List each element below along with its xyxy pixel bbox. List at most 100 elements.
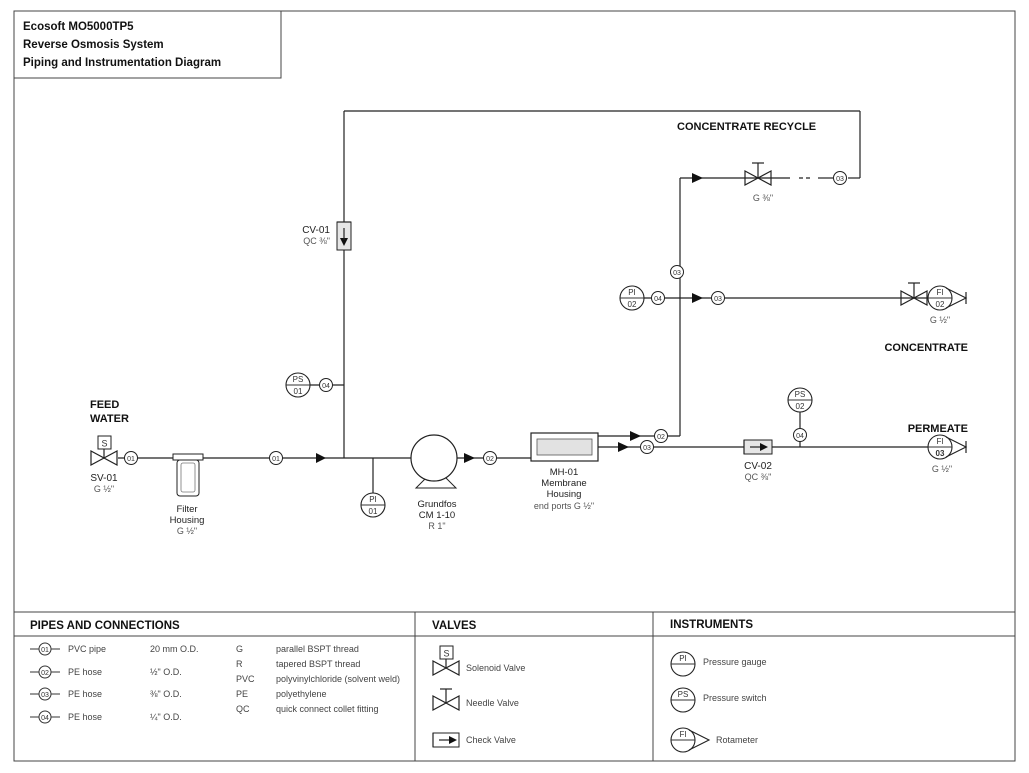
pipe-tag-04: 04 xyxy=(651,291,665,305)
pressure-gauge-pi01: PI 01 xyxy=(360,492,386,518)
fi02-num: 02 xyxy=(936,300,945,309)
cv01-tag: CV-01 xyxy=(302,225,330,236)
legend-pipe-size: ½" O.D. xyxy=(150,667,182,677)
pressure-gauge-pi02: PI 02 xyxy=(619,285,645,311)
pipe-tag-01: 01 xyxy=(124,451,138,465)
fi03-type: FI xyxy=(936,437,943,446)
legend-instrument-name: Pressure gauge xyxy=(703,657,767,667)
title-line-1: Ecosoft MO5000TP5 xyxy=(23,21,134,33)
legend-instruments-title: INSTRUMENTS xyxy=(670,619,753,631)
abbr-code: G xyxy=(236,644,243,654)
pipe-tag-03: 03 xyxy=(711,291,725,305)
filter-housing: Filter Housing G ½" xyxy=(170,453,204,536)
membrane-housing-mh01: MH-01 Membrane Housing end ports G ½" xyxy=(530,432,599,511)
flow-arrow xyxy=(316,453,326,463)
cv02-size: QC ⅜" xyxy=(745,472,772,482)
abbr-code: PVC xyxy=(236,674,255,684)
permeate-label: PERMEATE xyxy=(908,423,968,435)
legend-pipe-name: PVC pipe xyxy=(68,644,106,654)
legend-pipe-size: ⅜" O.D. xyxy=(150,689,182,699)
solenoid-symbol: S xyxy=(443,649,449,659)
legend-pressure-gauge: PI Pressure gauge xyxy=(670,651,767,677)
legend-rotameter: FI Rotameter xyxy=(670,727,758,753)
legend-valve-name: Needle Valve xyxy=(466,698,519,708)
legend-instrument-code: FI xyxy=(679,730,686,739)
pipe-tag-text: 02 xyxy=(486,456,494,463)
legend-pipe-row: 01 PVC pipe 20 mm O.D. xyxy=(30,642,199,656)
drawing-frame xyxy=(13,10,1016,762)
rotameter-fi02: FI 02 xyxy=(927,285,968,311)
legend-pipes-title: PIPES AND CONNECTIONS xyxy=(30,620,180,632)
fi03-num: 03 xyxy=(936,449,945,458)
solenoid-symbol: S xyxy=(101,439,107,449)
conc-valve-size: G ½" xyxy=(930,315,950,325)
legend-instrument-name: Pressure switch xyxy=(703,693,767,703)
legend-pipe-row: 03 PE hose ⅜" O.D. xyxy=(30,687,182,701)
pipe-tag-04: 04 xyxy=(793,428,807,442)
legend-valve-name: Solenoid Valve xyxy=(466,663,525,673)
legend-pipe-row: 02 PE hose ½" O.D. xyxy=(30,665,182,679)
pipe-tag-text: 03 xyxy=(643,445,651,452)
flow-arrow xyxy=(630,431,641,441)
title-line-3: Piping and Instrumentation Diagram xyxy=(23,57,221,69)
legend-pipe-num: 04 xyxy=(41,715,49,722)
feed-water-label-1: FEED xyxy=(90,399,119,411)
sv01-size: G ½" xyxy=(94,484,114,494)
pipe-tag-01: 01 xyxy=(269,451,283,465)
rotameter-fi03: FI 03 G ½" xyxy=(927,434,968,474)
ps02-type: PS xyxy=(795,390,806,399)
flow-arrow xyxy=(692,173,703,183)
abbr-meaning: tapered BSPT thread xyxy=(276,659,360,669)
mh01-tag: MH-01 xyxy=(550,467,579,478)
mh01-label-1: Membrane xyxy=(541,478,586,489)
legend-instrument-name: Rotameter xyxy=(716,735,758,745)
legend-pipe-row: 04 PE hose ¼" O.D. xyxy=(30,710,182,724)
ps01-type: PS xyxy=(293,375,304,384)
legend-pipe-name: PE hose xyxy=(68,712,102,722)
legend: PIPES AND CONNECTIONS VALVES INSTRUMENTS… xyxy=(14,611,1015,761)
concentrate-recycle-label: CONCENTRATE RECYCLE xyxy=(677,121,816,133)
pipe-tag-text: 01 xyxy=(272,456,280,463)
flow-arrows xyxy=(316,173,703,463)
pipe-tag-04: 04 xyxy=(319,378,333,392)
mh01-size: end ports G ½" xyxy=(534,501,594,511)
cv01-size: QC ⅜" xyxy=(303,236,330,246)
abbr-meaning: polyethylene xyxy=(276,689,327,699)
fi02-type: FI xyxy=(936,288,943,297)
legend-pipe-num: 01 xyxy=(41,647,49,654)
pump-size: R 1" xyxy=(428,521,445,531)
abbr-code: QC xyxy=(236,704,250,714)
pipe-tag-02: 02 xyxy=(483,451,497,465)
pipe-tag-03: 03 xyxy=(670,265,684,279)
title-block: Ecosoft MO5000TP5 Reverse Osmosis System… xyxy=(13,10,282,79)
abbr-meaning: parallel BSPT thread xyxy=(276,644,359,654)
ps01-num: 01 xyxy=(294,387,303,396)
abbr-meaning: polyvinylchloride (solvent weld) xyxy=(276,674,400,684)
legend-pipe-name: PE hose xyxy=(68,667,102,677)
needle-valve-concentrate: G ½" xyxy=(900,282,950,325)
pi02-type: PI xyxy=(628,288,636,297)
flow-arrow xyxy=(692,293,703,303)
check-valve-cv02: CV-02 QC ⅜" xyxy=(743,439,773,482)
legend-needle-valve: Needle Valve xyxy=(432,688,519,712)
needle-valve-recycle: G ⅜" xyxy=(744,162,773,203)
abbr-code: PE xyxy=(236,689,248,699)
flow-arrow xyxy=(464,453,475,463)
flow-arrow xyxy=(618,442,629,452)
legend-pipe-size: 20 mm O.D. xyxy=(150,644,199,654)
pressure-switch-ps01: PS 01 xyxy=(285,372,311,398)
pipe-tag-text: 01 xyxy=(127,456,135,463)
legend-check-valve: Check Valve xyxy=(432,732,516,748)
pump-label-2: CM 1-10 xyxy=(419,510,455,521)
title-line-2: Reverse Osmosis System xyxy=(23,39,164,51)
fi03-size: G ½" xyxy=(932,464,952,474)
legend-instrument-code: PS xyxy=(678,690,689,699)
piping xyxy=(118,110,935,493)
concentrate-label: CONCENTRATE xyxy=(884,342,968,354)
cv02-tag: CV-02 xyxy=(744,461,772,472)
legend-instrument-code: PI xyxy=(679,654,687,663)
feed-water-label-2: WATER xyxy=(90,413,129,425)
sv01-tag: SV-01 xyxy=(90,473,118,484)
pipe-tag-text: 04 xyxy=(654,296,662,303)
pipe-tag-text: 04 xyxy=(796,433,804,440)
